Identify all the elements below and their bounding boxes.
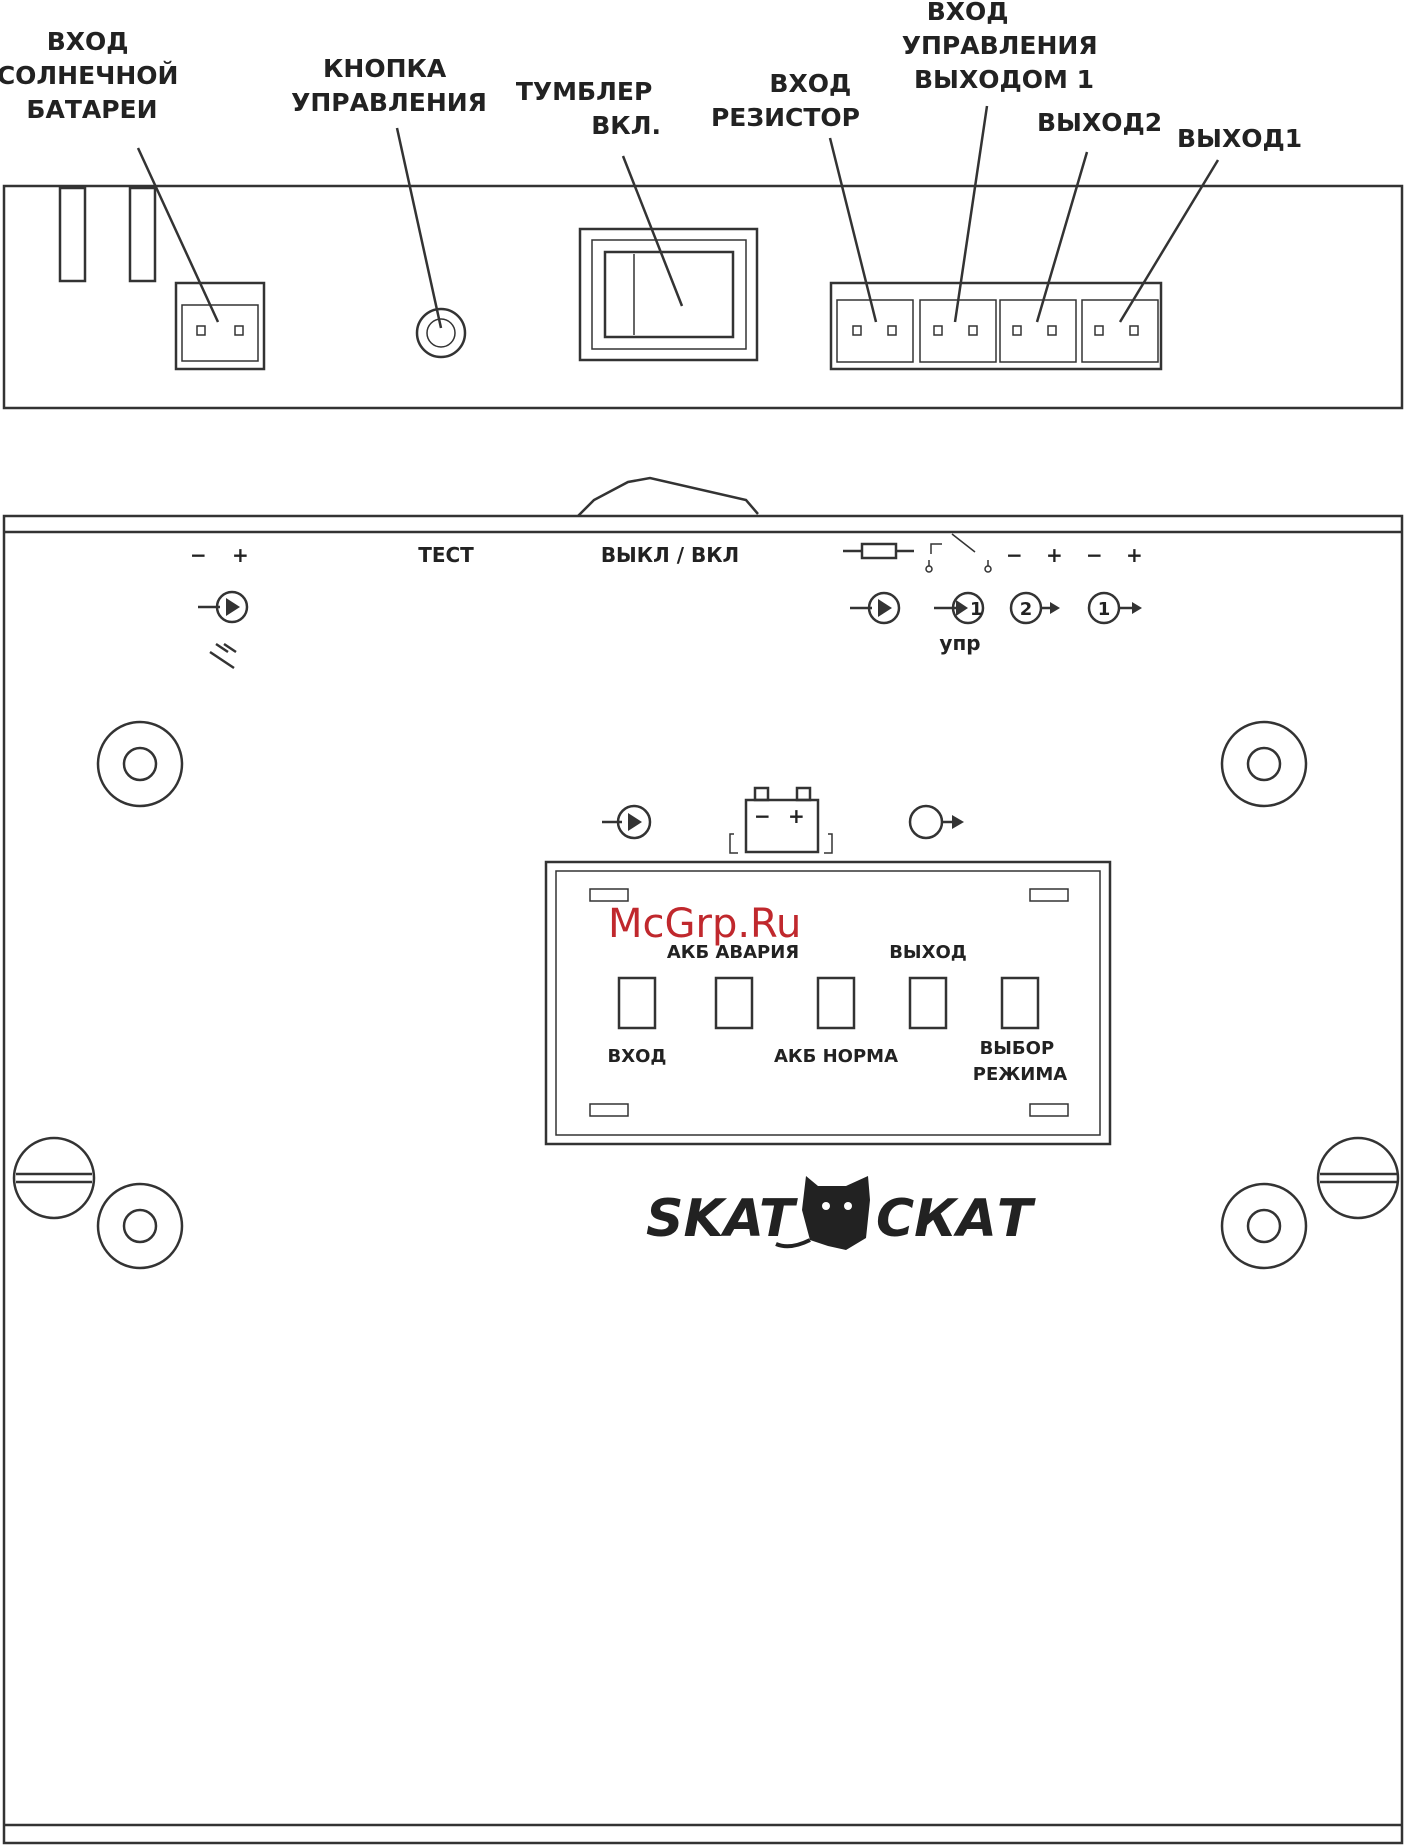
output1-number: 1 xyxy=(1098,599,1111,620)
front-housing xyxy=(4,516,1402,1843)
mounting-hole-top-right xyxy=(1222,722,1306,806)
output2-number: 2 xyxy=(1020,599,1033,620)
mounting-hole-top-left xyxy=(98,722,182,806)
panel-output-icon xyxy=(910,806,964,838)
callout-resistor-input: ВХОД РЕЗИСТОР xyxy=(711,69,860,132)
label-input: ВХОД xyxy=(608,1046,667,1067)
callout-output2: ВЫХОД2 xyxy=(1037,108,1162,137)
mounting-hole-bottom-left xyxy=(98,1184,182,1268)
callout-control-button: КНОПКА УПРАВЛЕНИЯ xyxy=(291,54,487,117)
output1-minus: − xyxy=(1086,543,1103,567)
callout-solar-input: ВХОД СОЛНЕЧНОЙ БАТАРЕИ xyxy=(0,27,187,124)
control-input-number: 1 xyxy=(970,599,983,620)
callout-leaders xyxy=(138,106,1218,328)
output2-plus: + xyxy=(1046,543,1063,567)
resistor-input-icon xyxy=(850,593,899,623)
screw-right xyxy=(1318,1138,1398,1218)
output1-icon: 1 xyxy=(1089,593,1142,623)
solar-plus: + xyxy=(232,543,249,567)
top-view-housing xyxy=(4,186,1402,408)
output2-icon: 2 xyxy=(1011,593,1060,623)
relay-contact-icon xyxy=(926,534,991,572)
brand-latin: SKAT xyxy=(646,1189,798,1249)
panel-battery-icon: − + xyxy=(730,788,832,853)
label-output: ВЫХОД xyxy=(889,942,967,963)
panel-input-icon xyxy=(602,806,650,838)
output1-plus: + xyxy=(1126,543,1143,567)
solar-input-icon xyxy=(198,592,247,622)
housing-tab-left xyxy=(60,188,85,281)
control-sub-label: упр xyxy=(939,631,980,655)
control-input-icon: 1 xyxy=(934,593,983,623)
housing-tab-right xyxy=(130,188,155,281)
battery-minus: − xyxy=(754,804,771,828)
led-output xyxy=(910,978,946,1028)
screw-left xyxy=(14,1138,94,1218)
callout-output1: ВЫХОД1 xyxy=(1177,124,1302,153)
battery-plus: + xyxy=(788,804,805,828)
control-button-top xyxy=(417,309,465,357)
solar-input-connector xyxy=(176,283,264,369)
mounting-hole-bottom-right xyxy=(1222,1184,1306,1268)
output2-minus: − xyxy=(1006,543,1023,567)
mode-select-button[interactable] xyxy=(1002,978,1038,1028)
label-mode-select: ВЫБОР РЕЖИМА xyxy=(973,1038,1067,1085)
switch-label: ВЫКЛ / ВКЛ xyxy=(601,543,739,567)
power-switch-top xyxy=(580,229,757,360)
output-connectors-block xyxy=(831,283,1161,369)
led-input xyxy=(619,978,655,1028)
led-battery-alarm xyxy=(716,978,752,1028)
callout-output1-control-input: ВХОД УПРАВЛЕНИЯ ВЫХОДОМ 1 xyxy=(902,0,1107,94)
resistor-icon xyxy=(843,544,914,558)
solar-minus: − xyxy=(190,543,207,567)
sun-rays-icon xyxy=(210,644,236,668)
brand-cyrillic: СКАТ xyxy=(876,1189,1036,1249)
callout-power-switch: ТУМБЛЕР ВКЛ. xyxy=(516,77,661,140)
test-label: ТЕСТ xyxy=(418,543,474,567)
rocker-switch-side xyxy=(578,478,758,516)
watermark: McGrp.Ru xyxy=(608,901,801,947)
led-battery-normal xyxy=(818,978,854,1028)
label-battery-normal: АКБ НОРМА xyxy=(774,1046,898,1067)
